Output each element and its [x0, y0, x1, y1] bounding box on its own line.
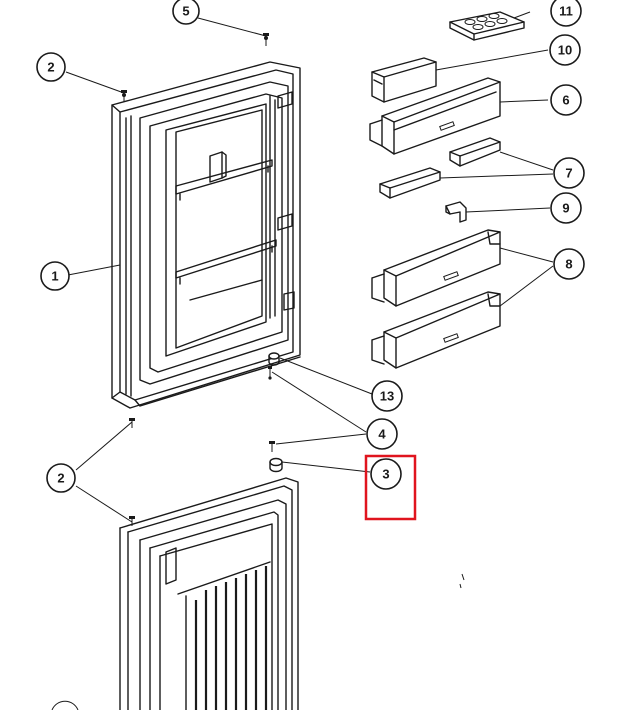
butter-box-part-10 — [371, 57, 437, 103]
svg-text:2: 2 — [47, 60, 54, 75]
svg-text:8: 8 — [565, 257, 572, 272]
bottle-shelf-part-6 — [369, 77, 501, 155]
svg-text:2: 2 — [57, 471, 64, 486]
svg-text:11: 11 — [559, 4, 573, 19]
partial-callout-edge — [51, 700, 79, 710]
screw-part-2-upper — [121, 90, 127, 102]
lower-door — [119, 477, 299, 710]
svg-text:10: 10 — [558, 43, 572, 58]
clip-part-9 — [445, 201, 467, 223]
callout-7: 7 — [553, 157, 585, 189]
callout-3: 3 — [370, 458, 402, 490]
svg-text:1: 1 — [51, 269, 58, 284]
callout-13: 13 — [371, 380, 403, 412]
svg-text:13: 13 — [380, 389, 394, 404]
screw-part-2-lower-a — [129, 418, 135, 428]
callout-4: 4 — [366, 418, 398, 450]
highlight-box — [364, 454, 417, 521]
svg-text:7: 7 — [565, 166, 572, 181]
callout-11: 11 — [550, 0, 582, 27]
callout-8: 8 — [553, 248, 585, 280]
svg-text:3: 3 — [382, 467, 389, 482]
callout-5: 5 — [172, 0, 200, 25]
leader-lines — [65, 11, 554, 523]
hinge-bush-part-3 — [269, 457, 283, 473]
door-shelf-part-8-lower — [371, 291, 501, 369]
svg-text:5: 5 — [182, 4, 189, 19]
upper-door — [111, 36, 301, 409]
screw-part-4 — [269, 441, 275, 452]
callout-10: 10 — [549, 34, 581, 66]
callout-1: 1 — [40, 261, 70, 291]
small-tray-part-7-lower — [379, 167, 441, 199]
svg-text:9: 9 — [562, 201, 569, 216]
callout-2-upper: 2 — [36, 52, 66, 82]
screw-part-5 — [263, 33, 269, 46]
egg-tray-part-11 — [449, 11, 525, 41]
hinge-bush-part-13 — [268, 352, 280, 378]
svg-text:4: 4 — [378, 427, 386, 442]
callout-6: 6 — [550, 84, 582, 116]
svg-text:6: 6 — [562, 93, 569, 108]
door-shelf-part-8-upper — [371, 229, 501, 307]
callout-2-lower: 2 — [46, 463, 76, 493]
callout-9: 9 — [550, 192, 582, 224]
stray-mark — [459, 573, 465, 589]
small-tray-part-7-upper — [449, 137, 501, 167]
